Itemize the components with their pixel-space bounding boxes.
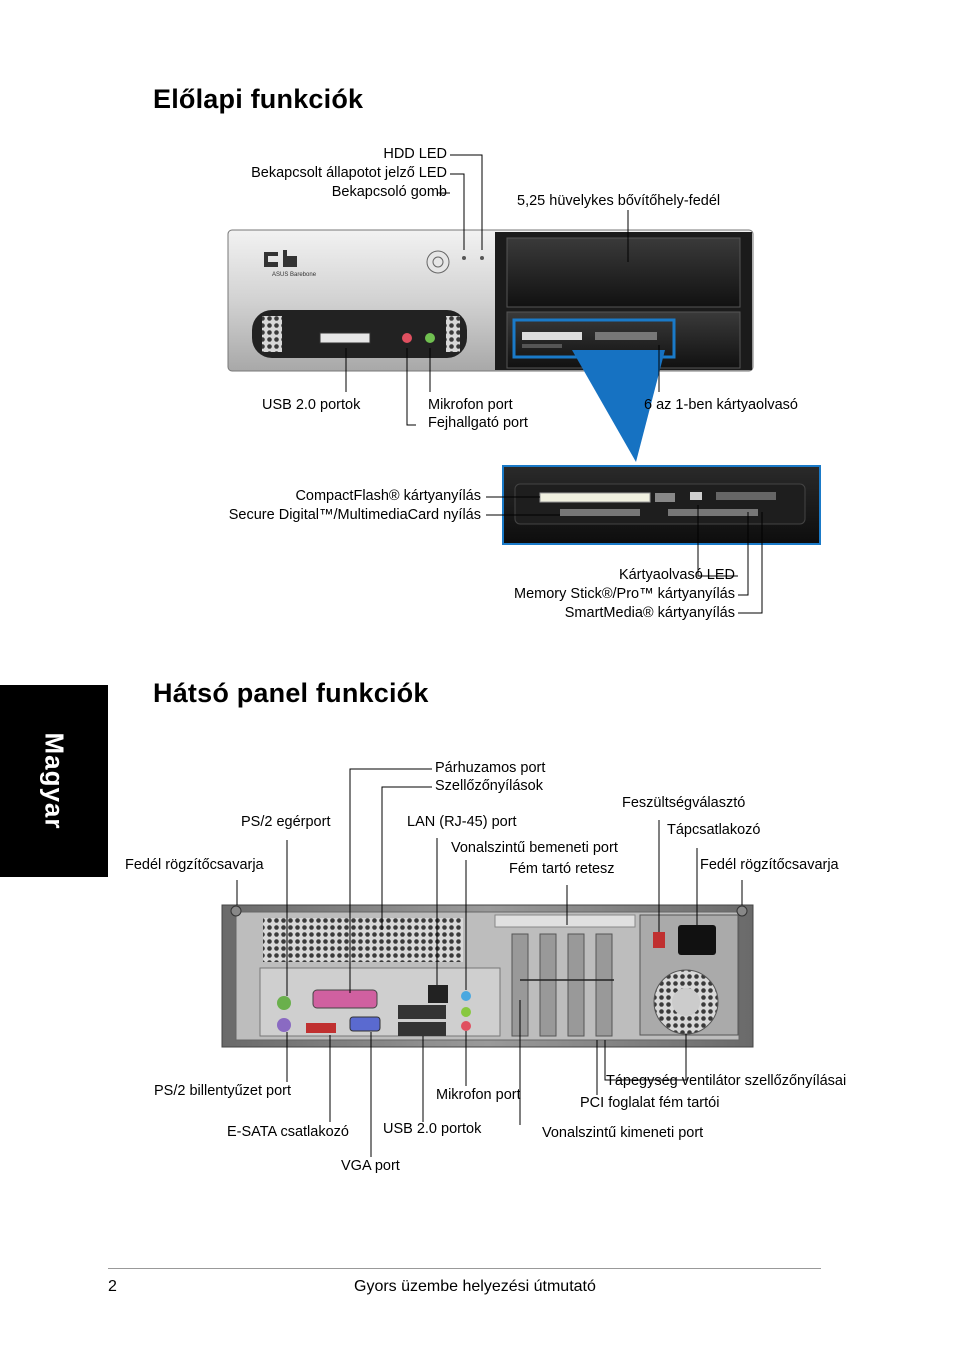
label-reader-led: Kártyaolvasó LED <box>618 567 735 583</box>
card-reader-closeup <box>502 465 821 545</box>
label-screw-left: Fedél rögzítőcsavarja <box>125 857 264 873</box>
brand-text: ASUS Barebone <box>272 272 317 278</box>
label-rear-mic: Mikrofon port <box>436 1087 521 1103</box>
label-cf-slot: CompactFlash® kártyanyílás <box>295 488 481 504</box>
zoom-indicator <box>572 350 665 462</box>
label-ps2-keyboard: PS/2 billentyűzet port <box>154 1083 292 1099</box>
label-esata: E-SATA csatlakozó <box>227 1124 349 1140</box>
rear-case <box>221 904 754 1048</box>
label-line-in: Vonalszintű bemeneti port <box>451 840 618 856</box>
rear-leader-lines <box>236 768 743 1157</box>
footer-divider <box>108 1268 821 1269</box>
label-vga: VGA port <box>341 1158 400 1174</box>
label-sm-slot: SmartMedia® kártyanyílás <box>564 605 735 621</box>
rear-panel-title: Hátsó panel funkciók <box>153 678 429 708</box>
label-pci-brackets: PCI foglalat fém tartói <box>580 1095 720 1111</box>
language-tab: Magyar <box>0 685 108 877</box>
label-voltage: Feszültségválasztó <box>622 795 746 811</box>
label-latch: Fém tartó retesz <box>509 861 615 877</box>
label-rear-usb: USB 2.0 portok <box>383 1121 482 1137</box>
label-front-mic: Mikrofon port <box>428 397 513 413</box>
footer-title: Gyors üzembe helyezési útmutató <box>354 1278 596 1295</box>
label-ms-slot: Memory Stick®/Pro™ kártyanyílás <box>514 586 735 602</box>
label-parallel: Párhuzamos port <box>435 760 546 776</box>
label-hdd-led: HDD LED <box>383 146 447 162</box>
label-ps2-mouse: PS/2 egérport <box>241 814 331 830</box>
page-number: 2 <box>108 1278 117 1295</box>
label-vents: Szellőzőnyílások <box>435 778 543 794</box>
label-psu-fan: Tápegység ventilátor szellőzőnyílásai <box>606 1073 847 1089</box>
label-sd-slot: Secure Digital™/MultimediaCard nyílás <box>228 507 481 523</box>
label-card-reader: 6 az 1-ben kártyaolvasó <box>644 397 798 413</box>
label-front-usb: USB 2.0 portok <box>262 397 361 413</box>
label-lan: LAN (RJ-45) port <box>407 814 517 830</box>
label-line-out: Vonalszintű kimeneti port <box>542 1125 704 1141</box>
label-power-led: Bekapcsolt állapotot jelző LED <box>251 165 447 181</box>
label-power-connector: Tápcsatlakozó <box>667 822 761 838</box>
label-bay-cover: 5,25 hüvelykes bővítőhely-fedél <box>517 193 721 209</box>
label-screw-right: Fedél rögzítőcsavarja <box>700 857 839 873</box>
label-headphone: Fejhallgató port <box>428 415 528 431</box>
front-leader-lines <box>345 154 763 614</box>
label-power-button: Bekapcsoló gomb <box>331 184 447 200</box>
front-panel-title: Előlapi funkciók <box>153 84 364 114</box>
front-case: ASUS Barebone <box>227 229 754 372</box>
